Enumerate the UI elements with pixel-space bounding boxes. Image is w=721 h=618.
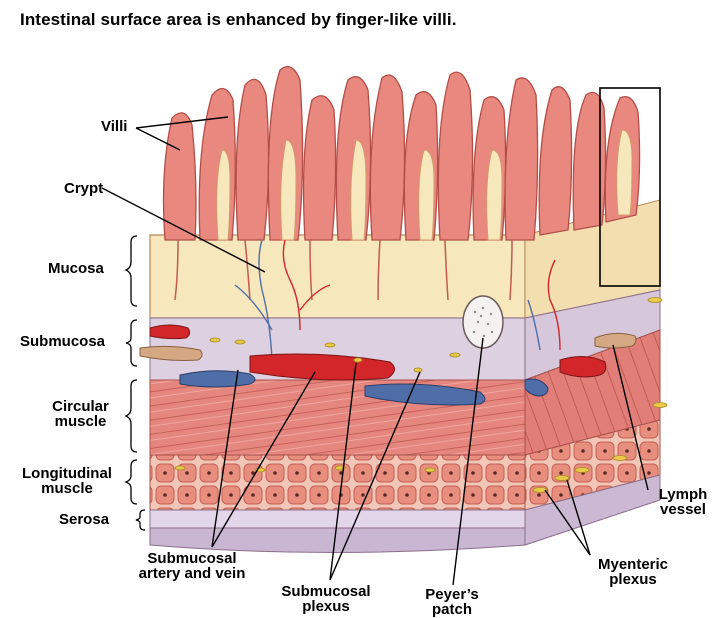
label-mucosa: Mucosa <box>48 261 104 276</box>
label-submucosal-artery-vein: Submucosal artery and vein <box>128 551 256 581</box>
label-crypt: Crypt <box>64 181 103 196</box>
longitudinal-muscle-layer <box>150 455 525 510</box>
layer-brackets <box>126 236 145 530</box>
label-peyers-patch: Peyer’s patch <box>420 587 484 617</box>
villi-group <box>164 67 640 240</box>
label-submucosal-plexus: Submucosal plexus <box>274 584 378 614</box>
label-villi: Villi <box>101 119 127 134</box>
label-myenteric-plexus: Myenteric plexus <box>588 557 678 587</box>
label-lymph-vessel: Lymph vessel <box>652 487 714 517</box>
label-longitudinal-muscle: Longitudinal muscle <box>8 466 126 496</box>
label-circular-muscle: Circular muscle <box>43 399 118 429</box>
vein-1 <box>180 371 255 387</box>
lymph-vessel-side <box>595 333 636 348</box>
label-submucosa: Submucosa <box>20 334 105 349</box>
label-serosa: Serosa <box>59 512 109 527</box>
artery-2 <box>150 325 190 339</box>
lymph-vessel-front <box>140 346 202 360</box>
